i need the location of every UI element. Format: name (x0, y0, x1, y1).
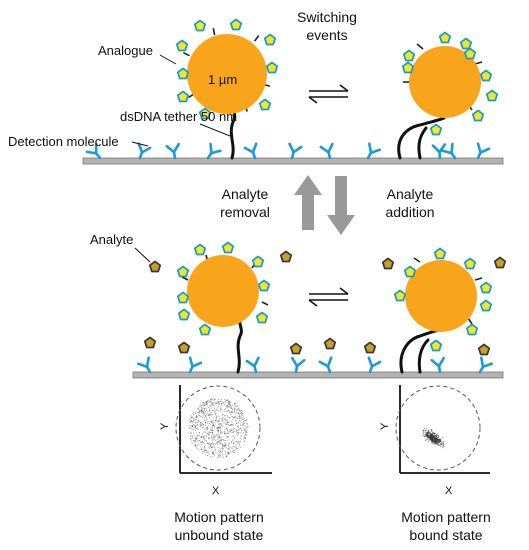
analogue-leader (159, 54, 177, 65)
caption-unbound-2: unbound state (175, 527, 264, 543)
detection-leader (131, 141, 149, 147)
equilibrium-arrows-icon (308, 84, 349, 104)
addition-arrow-icon (327, 176, 355, 235)
motion-boundary-bound (395, 385, 481, 471)
x-axis-label-unbound: X (212, 485, 220, 497)
removal-arrow-icon (294, 175, 322, 230)
top-panel: 1 µm (8, 9, 504, 165)
analyte-leader (134, 247, 151, 263)
removal-label-1: Analyte (222, 186, 269, 202)
bead-top-right (397, 31, 499, 160)
bead-size-label: 1 µm (208, 72, 237, 87)
tether-leader (199, 123, 231, 137)
bead-bottom-left (176, 241, 271, 374)
caption-bound-1: Motion pattern (401, 509, 491, 525)
motion-panel-unbound: Y X Motion pattern unbound state (159, 385, 272, 543)
addition-label-1: Analyte (387, 186, 434, 202)
equilibrium-arrows-bottom-icon (308, 287, 349, 307)
analyte-label: Analyte (90, 232, 133, 247)
x-axis-label-bound: X (445, 485, 453, 497)
caption-unbound-1: Motion pattern (174, 509, 264, 525)
removal-label-2: removal (220, 204, 270, 220)
tether-label: dsDNA tether 50 nm (120, 109, 237, 124)
y-axis-label-bound: Y (379, 422, 391, 430)
switching-label-1: Switching (297, 9, 357, 25)
motion-boundary-unbound (175, 385, 261, 471)
caption-bound-2: bound state (409, 527, 482, 543)
y-axis-label-unbound: Y (159, 422, 171, 430)
bead-top-left (175, 18, 279, 160)
transition-arrows: Analyte removal Analyte addition (220, 175, 435, 235)
addition-label-2: addition (385, 204, 434, 220)
motion-cloud-unbound (188, 398, 249, 459)
surface-bottom (132, 371, 504, 379)
motion-cloud-bound (422, 428, 445, 449)
bead-bottom-right (393, 247, 493, 374)
motion-panel-bound: Y X Motion pattern bound state (379, 385, 491, 543)
switching-label-2: events (306, 27, 347, 43)
analogue-label: Analogue (98, 43, 153, 58)
detection-label: Detection molecule (8, 134, 119, 149)
bottom-panel: Analyte (90, 232, 507, 379)
